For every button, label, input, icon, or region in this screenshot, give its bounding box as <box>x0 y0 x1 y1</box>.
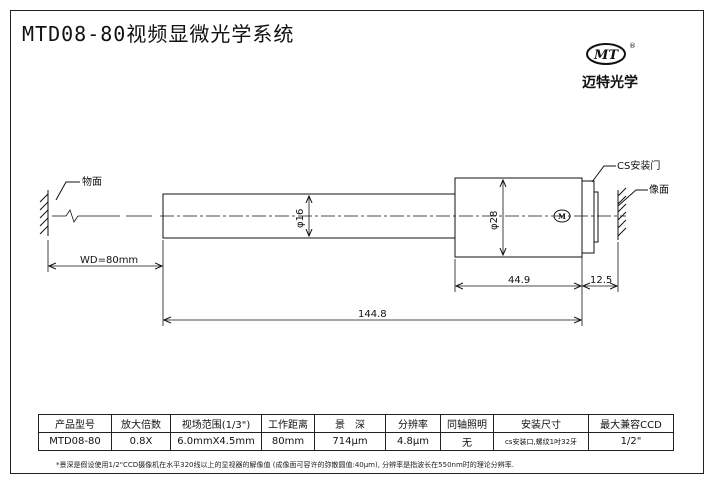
spec-header-cell: 最大兼容CCD <box>588 414 674 433</box>
spec-value-cell: 1/2" <box>588 432 674 451</box>
spec-value-cell: 714μm <box>314 432 386 451</box>
dim-12-5: 12.5 <box>583 275 617 286</box>
spec-value-cell: 80mm <box>261 432 315 451</box>
spec-header-cell: 产品型号 <box>38 414 112 433</box>
drawing-frame <box>10 10 704 474</box>
wd-dimension: WD=80mm <box>49 255 162 266</box>
spec-value-cell: 0.8X <box>111 432 171 451</box>
spec-header-cell: 工作距离 <box>261 414 315 433</box>
spec-header-cell: 放大倍数 <box>111 414 171 433</box>
brand-logo: MT ® <box>586 42 636 65</box>
spec-header-cell: 景 深 <box>314 414 386 433</box>
spec-header-cell: 分辨率 <box>385 414 441 433</box>
spec-value-cell: 4.8μm <box>385 432 441 451</box>
wd-label: WD=80mm <box>80 255 138 266</box>
dia-large-dimension: φ28 <box>489 180 503 255</box>
image-plane-label: 像面 <box>649 184 669 196</box>
logo-letters: MT <box>593 48 619 63</box>
dim-44-9-label: 44.9 <box>508 275 530 286</box>
spec-header-cell: 同轴照明 <box>440 414 494 433</box>
barrel-logo-icon: M <box>553 209 571 223</box>
svg-text:®: ® <box>629 42 636 50</box>
dim-144-8-label: 144.8 <box>358 309 387 320</box>
svg-text:M: M <box>558 212 566 221</box>
spec-value-cell: 无 <box>440 432 494 451</box>
cs-ring-label: CS安装门 <box>617 159 660 172</box>
image-leader <box>617 189 648 207</box>
cs-leader <box>591 165 616 183</box>
spec-header-row: 产品型号 放大倍数 视场范围(1/3") 工作距离 景 深 分辨率 同轴照明 安… <box>38 414 674 433</box>
footnote: *景深是假设使用1/2"CCD摄像机在水平320线以上的显视器的解像值 (成像面… <box>56 461 515 469</box>
optical-axis <box>52 209 626 223</box>
object-leader <box>55 181 80 201</box>
dia-small-dimension: φ16 <box>295 196 309 236</box>
spec-value-cell: 6.0mmX4.5mm <box>170 432 262 451</box>
dim-44-9: 44.9 <box>456 275 581 286</box>
spec-value-row: MTD08-80 0.8X 6.0mmX4.5mm 80mm 714μm 4.8… <box>38 432 674 451</box>
brand-name: 迈特光学 <box>582 75 638 91</box>
spec-header-cell: 安装尺寸 <box>493 414 589 433</box>
dim-144-8: 144.8 <box>164 309 581 320</box>
object-plane <box>39 190 49 236</box>
spec-header-cell: 视场范围(1/3") <box>170 414 262 433</box>
page-title: MTD08-80视频显微光学系统 <box>22 22 295 46</box>
dia-small-label: φ16 <box>295 209 306 228</box>
image-plane <box>617 187 627 240</box>
cs-mount-ring <box>581 180 595 254</box>
spec-table: 产品型号 放大倍数 视场范围(1/3") 工作距离 景 深 分辨率 同轴照明 安… <box>38 414 674 451</box>
spec-value-cell: cs安装口,螺纹1吋32牙 <box>493 432 589 451</box>
object-plane-label: 物面 <box>82 175 102 188</box>
dia-large-label: φ28 <box>489 211 500 230</box>
dim-12-5-label: 12.5 <box>590 275 612 286</box>
spec-value-cell: MTD08-80 <box>38 432 112 451</box>
